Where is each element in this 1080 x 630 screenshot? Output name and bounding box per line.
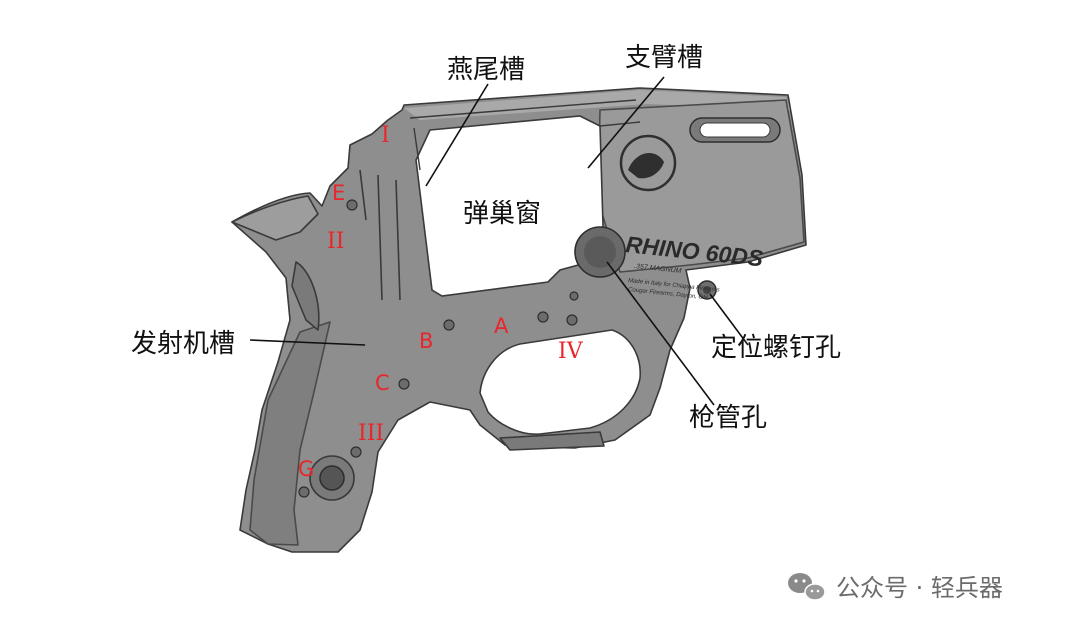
pin-holes — [298, 199, 579, 498]
marker-G: G — [298, 457, 314, 481]
marker-III: III — [358, 421, 384, 446]
hole-A — [537, 311, 549, 323]
marker-IV: IV — [558, 339, 584, 364]
barrel-bore-inner — [584, 236, 616, 268]
grip-ring-inner — [319, 465, 345, 491]
marker-C: C — [375, 371, 390, 395]
dovetail-groove — [409, 99, 641, 171]
marker-I: I — [381, 123, 390, 148]
label-support-arm: 支臂槽 — [625, 43, 703, 73]
hole-A2 — [566, 314, 578, 326]
hole-III — [350, 446, 362, 458]
engraving-caliber: .357 MAGNUM — [634, 263, 682, 275]
firing-cavity — [291, 261, 320, 331]
label-firing-slot: 发射机槽 — [131, 329, 235, 359]
leader-barrel-hole — [606, 261, 715, 406]
hole-G — [298, 486, 310, 498]
locating-screw-hole-inner — [703, 286, 711, 294]
trigger-guard-rail — [499, 431, 605, 451]
trigger-guard-opening — [479, 329, 641, 435]
frame-slot-left — [359, 169, 401, 301]
leader-dovetail — [425, 83, 489, 187]
watermark-text: 公众号 · 轻兵器 — [836, 574, 1003, 602]
label-cylinder-window: 弹巢窗 — [463, 199, 541, 229]
wechat-icon — [788, 573, 826, 601]
leader-support-arm — [587, 76, 665, 169]
frame-upper-face — [404, 90, 790, 120]
label-locating-hole: 定位螺钉孔 — [711, 333, 841, 363]
marker-E: E — [332, 181, 345, 205]
label-dovetail: 燕尾槽 — [447, 55, 525, 85]
hole-E — [346, 199, 358, 211]
rhino-logo — [619, 134, 677, 192]
hammer-spur — [231, 195, 319, 241]
marker-A: A — [494, 314, 509, 338]
watermark: 公众号 · 轻兵器 — [788, 573, 1003, 602]
marker-B: B — [419, 329, 433, 353]
leader-lines — [249, 76, 749, 406]
marker-II: II — [327, 229, 344, 254]
grip-strip — [249, 321, 331, 546]
hole-C — [398, 378, 410, 390]
frame-side-face — [597, 99, 805, 273]
hole-B — [443, 319, 455, 331]
side-oval-slot-inner — [699, 122, 771, 138]
cylinder-window-opening — [415, 115, 605, 297]
hole-IV — [569, 291, 579, 301]
label-barrel-hole: 枪管孔 — [689, 403, 767, 433]
leader-firing-slot — [249, 339, 366, 346]
leader-locating-hole — [709, 293, 749, 346]
frame-body — [231, 87, 807, 553]
